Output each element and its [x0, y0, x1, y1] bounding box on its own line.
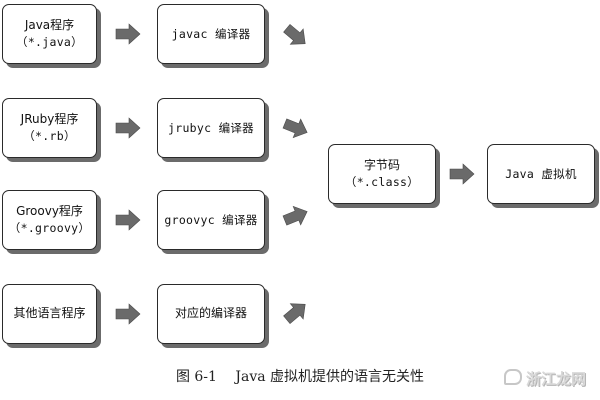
compiler-groovyc-box: groovyc 编译器	[157, 190, 265, 250]
source-other-box: 其他语言程序	[2, 284, 97, 344]
watermark-text: 浙江龙网	[525, 370, 586, 388]
source-other-name: 其他语言程序	[13, 306, 86, 321]
compiler-other-box: 对应的编译器	[157, 284, 265, 344]
figure-number: 图 6-1	[175, 369, 217, 385]
arrow-other-to-bytecode	[283, 303, 306, 324]
source-jruby-box: JRuby程序 （*.rb）	[2, 98, 97, 158]
source-groovy-ext: （*.groovy）	[8, 221, 91, 236]
compiler-groovyc-label: groovyc 编译器	[164, 212, 258, 227]
arrow-javac-to-bytecode	[283, 24, 306, 45]
source-jruby-ext: （*.rb）	[23, 129, 76, 144]
source-java-ext: （*.java）	[16, 35, 83, 50]
figure-caption-text: Java 虚拟机提供的语言无关性	[235, 369, 425, 385]
bytecode-box: 字节码 （*.class）	[328, 144, 436, 204]
compiler-javac-box: javac 编译器	[157, 4, 265, 64]
compiler-jrubyc-box: jrubyc 编译器	[157, 98, 265, 158]
arrow-java-to-javac	[115, 23, 141, 45]
compiler-javac-label: javac 编译器	[171, 26, 251, 41]
arrow-bytecode-to-jvm	[449, 163, 475, 185]
arrow-other-to-compiler	[115, 303, 141, 325]
source-groovy-name: Groovy程序	[16, 203, 83, 218]
arrow-groovyc-to-bytecode	[282, 205, 308, 226]
bytecode-ext: （*.class）	[344, 175, 420, 190]
source-java-box: Java程序 （*.java）	[2, 4, 97, 64]
bytecode-name: 字节码	[363, 157, 400, 172]
compiler-other-label: 对应的编译器	[174, 306, 247, 321]
arrow-jrubyc-to-bytecode	[282, 118, 308, 139]
compiler-jrubyc-label: jrubyc 编译器	[168, 120, 254, 135]
arrow-jruby-to-jrubyc	[115, 117, 141, 139]
jvm-box: Java 虚拟机	[487, 144, 595, 204]
source-java-name: Java程序	[24, 17, 75, 32]
figure-caption: 图 6-1 Java 虚拟机提供的语言无关性	[0, 366, 600, 386]
chat-bubble-icon	[503, 369, 522, 385]
arrow-groovy-to-groovyc	[115, 209, 141, 231]
jvm-label: Java 虚拟机	[505, 166, 577, 181]
source-jruby-name: JRuby程序	[20, 111, 79, 126]
watermark: 浙江龙网	[503, 368, 586, 389]
source-groovy-box: Groovy程序 （*.groovy）	[2, 190, 97, 250]
